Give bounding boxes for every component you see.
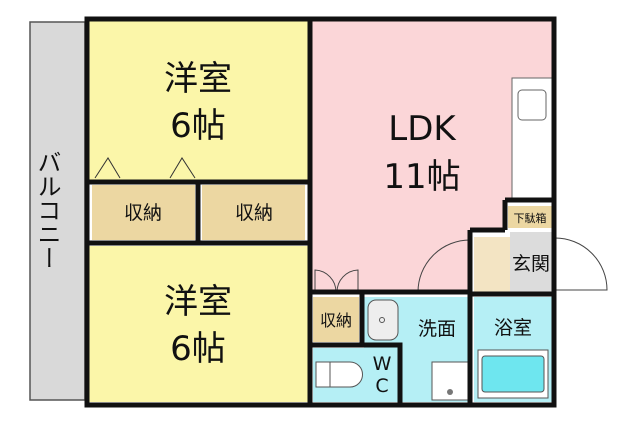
storage-1-label: 収納 [124, 202, 162, 224]
room-1-size: 6帖 [170, 106, 226, 146]
bathroom-label: 浴室 [494, 317, 532, 339]
balcony [29, 21, 86, 401]
room-1-name: 洋室 [164, 59, 232, 99]
ldk-name: LDK [388, 109, 457, 149]
storage-2 [202, 185, 305, 240]
storage-3-label: 収納 [320, 311, 352, 330]
sink-icon [517, 89, 547, 121]
balcony-label: バルコニー [33, 150, 61, 270]
wc-label-c: C [375, 375, 388, 397]
toilet-icon [315, 361, 363, 388]
storage-door-icon [314, 269, 359, 293]
closet-door-icon [94, 157, 196, 179]
ldk-door-swing-icon [417, 239, 471, 293]
western-room-2 [88, 246, 308, 402]
entrance [510, 232, 552, 292]
storage-3 [313, 297, 359, 342]
storage-1 [92, 185, 195, 240]
western-room-1 [88, 20, 308, 180]
washbasin-icon [367, 299, 399, 341]
ldk [312, 20, 552, 292]
storage-2-label: 収納 [235, 202, 273, 224]
ldk-size: 11帖 [383, 157, 460, 197]
entrance-step [474, 237, 510, 292]
shoe-box-label: 下駄箱 [514, 211, 547, 225]
entry-door-swing-icon [554, 237, 608, 291]
walls [84, 16, 557, 408]
room-2-size: 6帖 [170, 329, 226, 369]
wc-label-w: W [373, 353, 392, 375]
shoe-box [508, 206, 552, 228]
entrance-label: 玄関 [512, 253, 550, 275]
room-2-name: 洋室 [164, 282, 232, 322]
washroom-label: 洗面 [418, 318, 456, 340]
